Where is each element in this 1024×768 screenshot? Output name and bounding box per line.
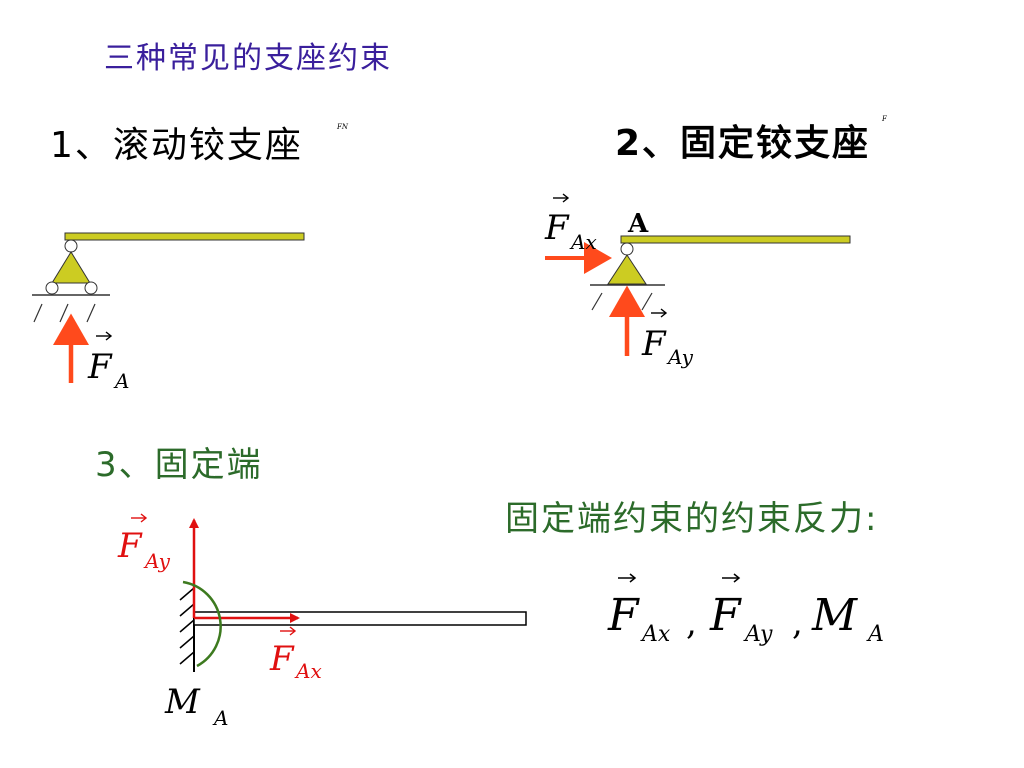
pin-fy-label: F Ay	[641, 308, 694, 369]
roller-force-subscript: A	[113, 369, 129, 393]
pin-support	[545, 235, 851, 356]
formula-f1: F	[607, 590, 640, 641]
pin-support-heading: 2、固定铰支座	[615, 123, 871, 164]
roller-support-heading: 1、滚动铰支座	[50, 125, 303, 166]
pin-hatch-1	[591, 292, 603, 311]
pin-tiny-label: F	[882, 115, 887, 123]
fixed-fy-subscript: Ay	[143, 549, 171, 573]
formula-m-subscript: A	[866, 622, 884, 647]
fixed-end	[179, 518, 527, 672]
fixed-fx-label: F Ax	[269, 626, 322, 683]
formula-f2: F	[709, 590, 742, 641]
pin-fy-letter: F	[641, 324, 667, 364]
pin-beam	[620, 235, 851, 244]
fixed-fy-label: F Ay	[117, 513, 171, 573]
wall-hatch-4	[179, 635, 195, 649]
pin-fx-subscript: Ax	[569, 230, 597, 254]
pin-fx-label: F Ax	[544, 193, 597, 254]
roller-triangle	[51, 251, 91, 284]
reaction-formula: F Ax , F Ay , M A	[607, 573, 884, 647]
fixed-moment-subscript: A	[212, 706, 228, 730]
formula-f2-subscript: Ay	[743, 622, 773, 647]
pin-fx-letter: F	[544, 208, 570, 248]
pin-joint	[620, 242, 634, 256]
formula-sep-2: ,	[792, 603, 803, 643]
page-title: 三种常见的支座约束	[104, 41, 392, 76]
fixed-fy-letter: F	[117, 526, 143, 566]
roller-wheel-left	[45, 281, 59, 295]
wall-hatch-5	[179, 651, 195, 665]
formula-f1-subscript: Ax	[640, 622, 671, 647]
pin-hatch-3	[641, 292, 653, 311]
roller-force-label: F A	[87, 331, 129, 393]
pin-point-label: A	[627, 209, 649, 239]
roller-tiny-label: FN	[337, 123, 348, 131]
fixed-moment-letter: M	[164, 682, 201, 722]
roller-beam	[64, 232, 305, 241]
fixed-end-heading: 3、固定端	[95, 445, 263, 485]
roller-force-letter: F	[87, 347, 113, 387]
wall-hatch-1	[179, 587, 195, 601]
reactions-heading: 固定端约束的约束反力:	[505, 499, 879, 539]
fixed-fx-subscript: Ax	[294, 659, 322, 683]
fixed-moment-arc	[182, 580, 222, 668]
roller-hatch-2	[59, 303, 69, 323]
roller-pin	[64, 239, 78, 253]
pin-fy-subscript: Ay	[666, 345, 694, 369]
roller-hatch-3	[86, 303, 96, 323]
roller-support	[32, 232, 305, 383]
roller-wheel-right	[84, 281, 98, 295]
pin-triangle	[607, 254, 647, 285]
formula-m: M	[811, 590, 858, 641]
fixed-moment-label: M A	[164, 682, 228, 730]
fixed-fx-letter: F	[269, 639, 295, 679]
wall-hatch-3	[179, 619, 195, 633]
wall-hatch-2	[179, 603, 195, 617]
formula-sep-1: ,	[686, 603, 697, 643]
roller-hatch-1	[33, 303, 43, 323]
